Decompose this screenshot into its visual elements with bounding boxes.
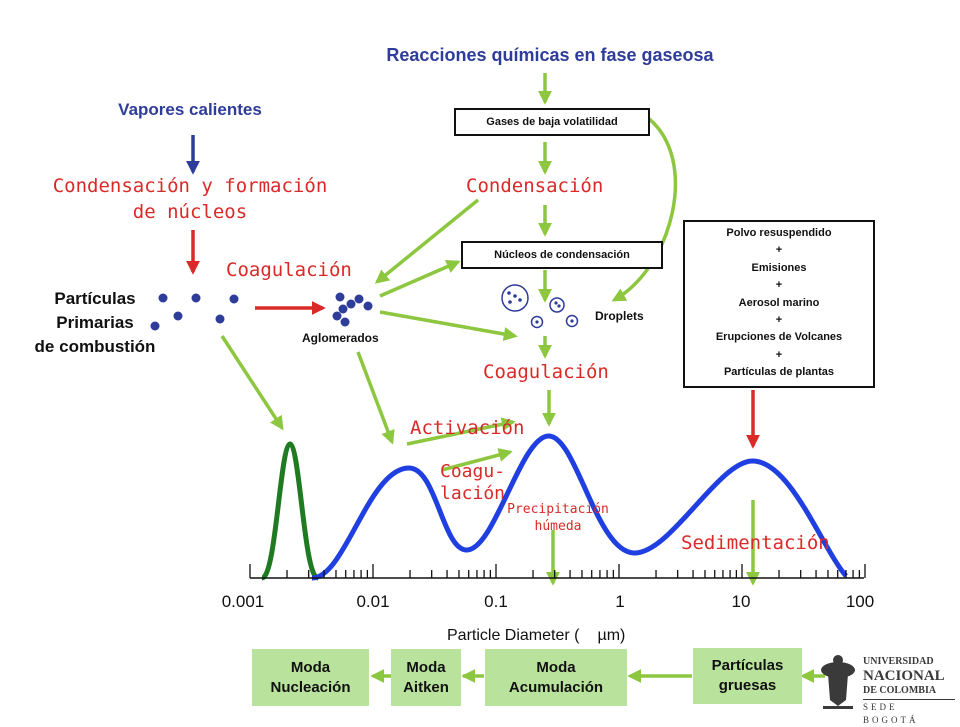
label-primary-particles-line2: Primarias bbox=[56, 313, 134, 332]
mode-nucleation-line2: Nucleación bbox=[270, 678, 351, 696]
tick-label: 1 bbox=[615, 592, 625, 611]
box-low-volatility-gases: Gases de baja volatilidad bbox=[454, 108, 650, 136]
x-axis-label-unit: µm) bbox=[597, 627, 626, 644]
mode-coarse-line2: gruesas bbox=[718, 677, 777, 694]
source-plus: + bbox=[775, 348, 783, 361]
nucleation-mode-curve bbox=[260, 441, 320, 581]
source-item: Emisiones bbox=[751, 261, 807, 274]
logo-line3: DE COLOMBIA bbox=[863, 685, 937, 696]
label-wet-precipitation-line1: Precipitación bbox=[507, 502, 609, 517]
label-hot-vapors: Vapores calientes bbox=[118, 100, 262, 119]
label-condensation-nucleation: Condensación y formación de núcleos bbox=[30, 173, 350, 225]
mode-accumulation-line1: Moda bbox=[536, 658, 576, 676]
arrow-agglomerates-to-aitken bbox=[356, 351, 395, 445]
source-item: Erupciones de Volcanes bbox=[715, 331, 843, 344]
label-sedimentation: Sedimentación bbox=[681, 532, 830, 554]
arrow-agglomerates-to-droplets bbox=[379, 310, 518, 341]
mode-nucleation: Moda Nucleación bbox=[252, 649, 369, 706]
mode-aitken-line1: Moda bbox=[406, 658, 446, 676]
arrow-coagulacion bbox=[441, 448, 513, 472]
university-logo: UNIVERSIDAD NACIONAL DE COLOMBIA SEDE BO… bbox=[863, 655, 955, 727]
arrow-gases-to-droplets bbox=[611, 116, 678, 302]
logo-line2: NACIONAL bbox=[863, 668, 945, 684]
tick-label: 10 bbox=[731, 592, 751, 611]
mode-accumulation-line2: Acumulación bbox=[508, 678, 604, 696]
tick-label: 100 bbox=[845, 592, 875, 611]
mode-aitken: Moda Aitken bbox=[391, 649, 461, 706]
source-plus: + bbox=[775, 279, 783, 292]
tick-label: 0.01 bbox=[356, 592, 390, 611]
label-coagulation-left: Coagulación bbox=[226, 259, 352, 281]
logo-line1: UNIVERSIDAD bbox=[863, 656, 934, 667]
mode-nucleation-line1: Moda bbox=[290, 658, 331, 676]
arrow-agglomerates-to-nuclei bbox=[379, 260, 461, 298]
label-primary-particles: Partículas Primarias de combustión bbox=[10, 287, 180, 359]
droplets-graphic bbox=[501, 284, 579, 329]
agglomerates-cluster bbox=[332, 292, 373, 327]
source-plus: + bbox=[775, 244, 783, 257]
mode-coarse-line1: Partículas bbox=[711, 657, 784, 674]
label-coagulacion: Coagu- lación bbox=[440, 461, 506, 505]
box-coarse-sources: Polvo resuspendido + Emisiones + Aerosol… bbox=[683, 220, 875, 388]
logo-line4: SEDE BOGOTÁ bbox=[863, 699, 955, 727]
label-primary-particles-line1: Partículas bbox=[54, 289, 136, 308]
size-distribution-curve bbox=[311, 433, 848, 581]
university-crest bbox=[821, 655, 855, 709]
title-gas-phase-reactions: Reacciones químicas en fase gaseosa bbox=[386, 45, 714, 65]
source-item: Polvo resuspendido bbox=[726, 227, 832, 239]
label-condensation-mid: Condensación bbox=[466, 175, 604, 197]
label-agglomerates: Aglomerados bbox=[302, 331, 379, 345]
arrow-activation bbox=[406, 417, 516, 446]
label-coagulation-mid: Coagulación bbox=[483, 361, 609, 383]
source-item: Partículas de plantas bbox=[723, 366, 835, 379]
x-axis-label-text: Particle Diameter ( bbox=[447, 627, 580, 644]
x-axis-label: Particle Diameter ( µm) bbox=[447, 627, 625, 645]
label-wet-precipitation-line2: húmeda bbox=[534, 519, 582, 534]
label-coagulacion-line2: lación bbox=[440, 483, 506, 504]
label-activation: Activación bbox=[410, 417, 525, 439]
label-wet-precipitation: Precipitación húmeda bbox=[497, 501, 619, 535]
mode-coarse: Partículas gruesas bbox=[693, 648, 802, 704]
arrow-primary-to-nucleation-mode bbox=[220, 335, 284, 431]
label-primary-particles-line3: de combustión bbox=[34, 337, 156, 356]
mode-accumulation: Moda Acumulación bbox=[485, 649, 627, 706]
source-plus: + bbox=[775, 314, 783, 327]
source-item: Aerosol marino bbox=[738, 296, 820, 309]
label-condensation-nucleation-line1: Condensación y formación bbox=[52, 175, 328, 197]
label-condensation-nucleation-line2: de núcleos bbox=[132, 201, 248, 223]
tick-label: 0.1 bbox=[484, 592, 508, 611]
x-axis-ticks bbox=[249, 564, 866, 578]
label-droplets: Droplets bbox=[595, 309, 644, 323]
label-coagulacion-line1: Coagu- bbox=[440, 461, 506, 482]
tick-label: 0.001 bbox=[221, 592, 265, 611]
arrow-condensation-to-agglomerates bbox=[374, 198, 480, 284]
primary-particles-dots bbox=[150, 293, 239, 331]
box-condensation-nuclei: Núcleos de condensación bbox=[461, 241, 663, 269]
mode-aitken-line2: Aitken bbox=[403, 678, 449, 696]
